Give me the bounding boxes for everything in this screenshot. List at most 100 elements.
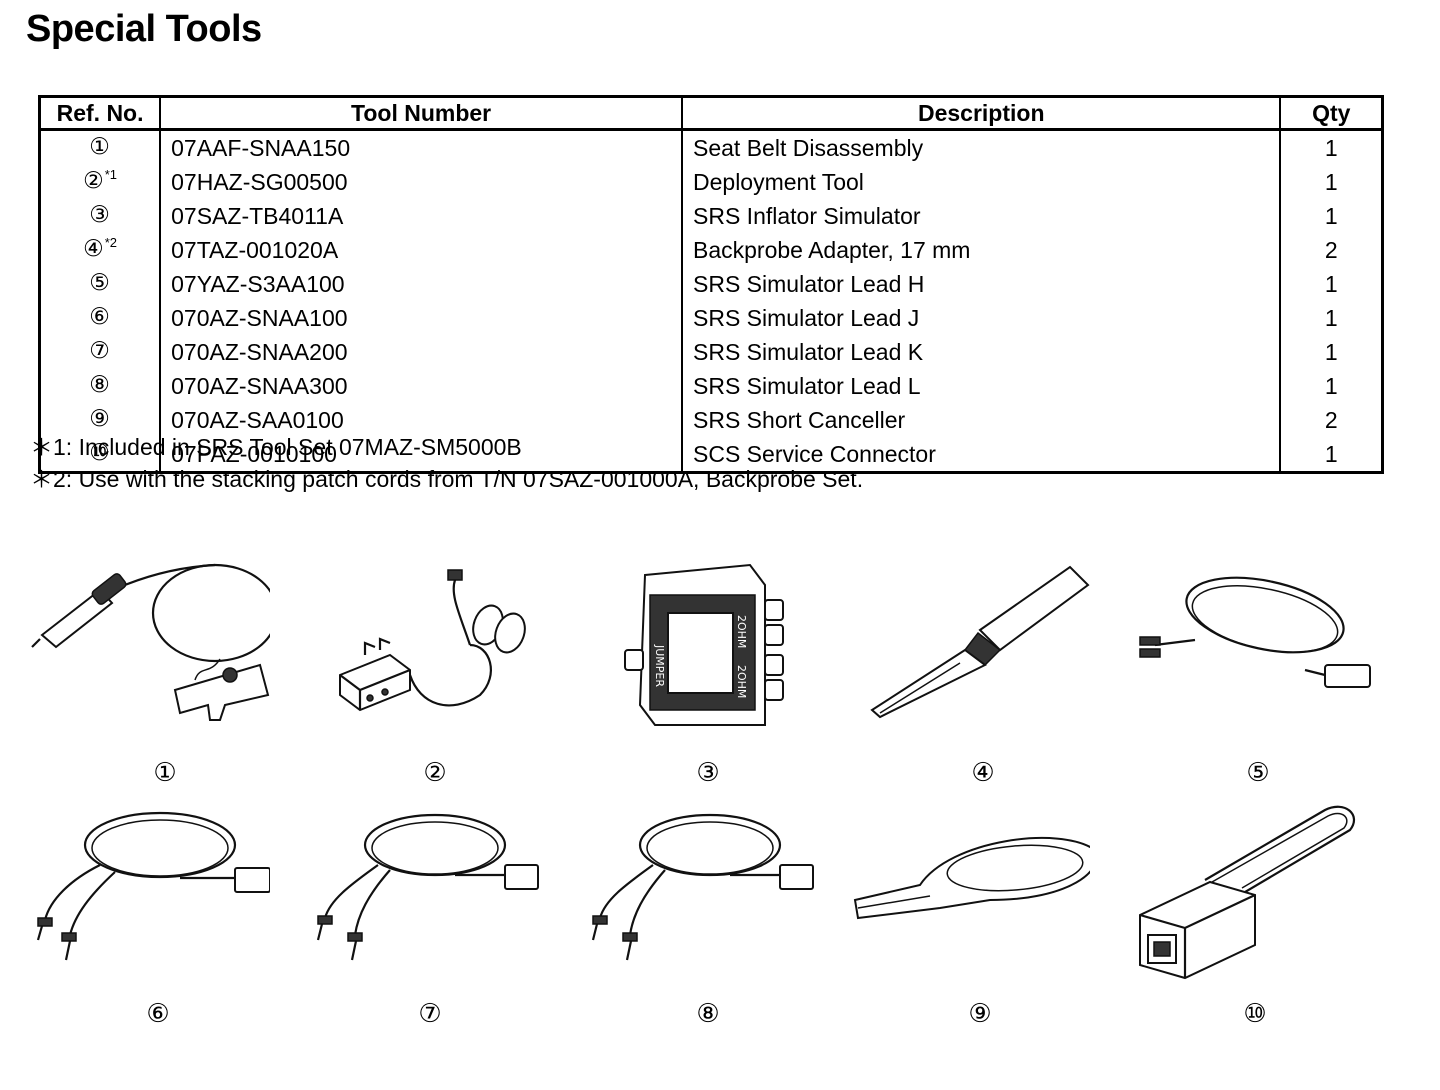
ref-cell: ⑦ <box>40 335 161 369</box>
short-canceller-icon <box>853 836 1090 920</box>
figure-9 <box>850 800 1090 985</box>
figure-1 <box>30 555 270 740</box>
table-row: ⑦ 070AZ-SNAA200 SRS Simulator Lead K 1 <box>40 335 1383 369</box>
tool-number-cell: 070AZ-SNAA300 <box>159 369 682 403</box>
qty-cell: 1 <box>1279 335 1383 369</box>
ref-number: ⑨ <box>89 405 110 431</box>
table-row: ① 07AAF-SNAA150 Seat Belt Disassembly 1 <box>40 129 1383 166</box>
table-header-row: Ref. No. Tool Number Description Qty <box>39 96 1383 131</box>
tool-number-cell: 07PAZ-0010100 <box>159 437 682 473</box>
ref-number: ⑦ <box>89 337 110 363</box>
description-cell: Backprobe Adapter, 17 mm <box>680 233 1281 267</box>
qty-cell: 1 <box>1279 301 1383 335</box>
scs-service-connector-icon <box>1139 805 1356 980</box>
ref-number: ⑩ <box>89 439 110 465</box>
jumper-text: JUMPER <box>653 644 666 687</box>
ref-cell: ① <box>40 130 161 166</box>
ref-number: ④ <box>83 235 104 261</box>
description-cell: SRS Simulator Lead L <box>680 369 1281 403</box>
footnote-1: ＊1: Included in SRS Tool Set 07MAZ-SM500… <box>30 434 522 460</box>
qty-cell: 2 <box>1279 233 1383 267</box>
figure-8 <box>575 800 815 985</box>
tool-number-cell: 07TAZ-001020A <box>159 233 682 267</box>
backprobe-adapter-icon <box>870 565 1090 719</box>
ref-footnote-mark: *2 <box>104 235 118 250</box>
ref-footnote-mark: *1 <box>104 167 118 182</box>
ref-cell: ⑥ <box>40 301 161 335</box>
figure-label: ④ <box>971 757 995 787</box>
ref-cell: ⑨ <box>40 403 161 437</box>
table-row: ⑩ 07PAZ-0010100 SCS Service Connector 1 <box>40 437 1383 473</box>
description-cell: SRS Inflator Simulator <box>680 199 1281 233</box>
tool-number-cell: 07YAZ-S3AA100 <box>159 267 682 301</box>
figure-2 <box>320 555 560 740</box>
figure-7 <box>300 800 540 985</box>
description-cell: SRS Short Canceller <box>680 403 1281 437</box>
special-tools-table: Ref. No. Tool Number Description Qty ① 0… <box>38 95 1384 474</box>
ref-number: ② <box>83 167 104 193</box>
figure-label: ① <box>153 757 177 787</box>
ref-number: ① <box>89 133 110 159</box>
table-row: ⑤ 07YAZ-S3AA100 SRS Simulator Lead H 1 <box>40 267 1383 301</box>
table-row: ⑨ 070AZ-SAA0100 SRS Short Canceller 2 <box>40 403 1383 437</box>
figure-label: ⑥ <box>146 998 170 1028</box>
table-row: ⑧ 070AZ-SNAA300 SRS Simulator Lead L 1 <box>40 369 1383 403</box>
tool-number-cell: 07AAF-SNAA150 <box>159 129 682 165</box>
description-cell: SCS Service Connector <box>680 437 1281 473</box>
figure-label: ③ <box>696 757 720 787</box>
ohm-text-2: 2OHM <box>735 665 748 698</box>
description-cell: SRS Simulator Lead J <box>680 301 1281 335</box>
qty-cell: 1 <box>1279 199 1383 233</box>
qty-cell: 2 <box>1279 403 1383 437</box>
figure-label: ⑤ <box>1246 757 1270 787</box>
ref-cell: ⑤ <box>40 267 161 301</box>
ref-cell: ⑧ <box>40 369 161 403</box>
qty-cell: 1 <box>1279 165 1383 199</box>
tool-number-cell: 07HAZ-SG00500 <box>159 165 682 199</box>
tool-number-cell: 070AZ-SNAA200 <box>159 335 682 369</box>
table-row: ④*2 07TAZ-001020A Backprobe Adapter, 17 … <box>40 233 1383 267</box>
qty-cell: 1 <box>1279 267 1383 301</box>
ref-cell: ②*1 <box>40 165 161 199</box>
header-ref-no: Ref. No. <box>39 96 161 131</box>
tool-number-cell: 07SAZ-TB4011A <box>159 199 682 233</box>
figure-5 <box>1135 555 1375 740</box>
simulator-lead-j-icon <box>36 811 270 961</box>
ref-cell: ③ <box>40 199 161 233</box>
seat-belt-disassembly-tool-icon <box>31 563 270 721</box>
ref-cell: ⑩ <box>40 437 161 473</box>
table-row: ③ 07SAZ-TB4011A SRS Inflator Simulator 1 <box>40 199 1383 233</box>
figure-label: ⑧ <box>696 998 720 1028</box>
ref-number: ⑤ <box>89 269 110 295</box>
tool-number-cell: 070AZ-SNAA100 <box>159 301 682 335</box>
header-description: Description <box>680 96 1281 131</box>
simulator-lead-h-icon <box>1139 576 1371 688</box>
deployment-tool-icon <box>339 569 526 712</box>
tool-number-cell: 070AZ-SAA0100 <box>159 403 682 437</box>
simulator-lead-k-icon <box>316 813 539 961</box>
table-row: ②*1 07HAZ-SG00500 Deployment Tool 1 <box>40 165 1383 199</box>
description-cell: Seat Belt Disassembly <box>680 129 1281 165</box>
ohm-text-1: 2OHM <box>735 615 748 648</box>
figure-label: ⑦ <box>418 998 442 1028</box>
page-title: Special Tools <box>26 8 262 50</box>
header-qty: Qty <box>1279 96 1383 131</box>
figure-6 <box>30 800 270 985</box>
table-row: ⑥ 070AZ-SNAA100 SRS Simulator Lead J 1 <box>40 301 1383 335</box>
ref-number: ⑥ <box>89 303 110 329</box>
description-cell: SRS Simulator Lead K <box>680 335 1281 369</box>
ref-number: ⑧ <box>89 371 110 397</box>
header-tool-number: Tool Number <box>159 96 682 131</box>
figure-3: JUMPER 2OHM 2OHM <box>590 555 830 740</box>
qty-cell: 1 <box>1279 129 1383 165</box>
simulator-lead-l-icon <box>591 813 814 961</box>
qty-cell: 1 <box>1279 437 1383 473</box>
figure-label: ⑨ <box>968 998 992 1028</box>
srs-inflator-simulator-icon: JUMPER 2OHM 2OHM <box>624 563 784 726</box>
footnote-2: ＊2: Use with the stacking patch cords fr… <box>30 466 864 492</box>
figure-label: ⑩ <box>1243 998 1267 1028</box>
qty-cell: 1 <box>1279 369 1383 403</box>
figure-4 <box>860 555 1100 740</box>
figure-10 <box>1130 800 1370 985</box>
ref-cell: ④*2 <box>40 233 161 267</box>
